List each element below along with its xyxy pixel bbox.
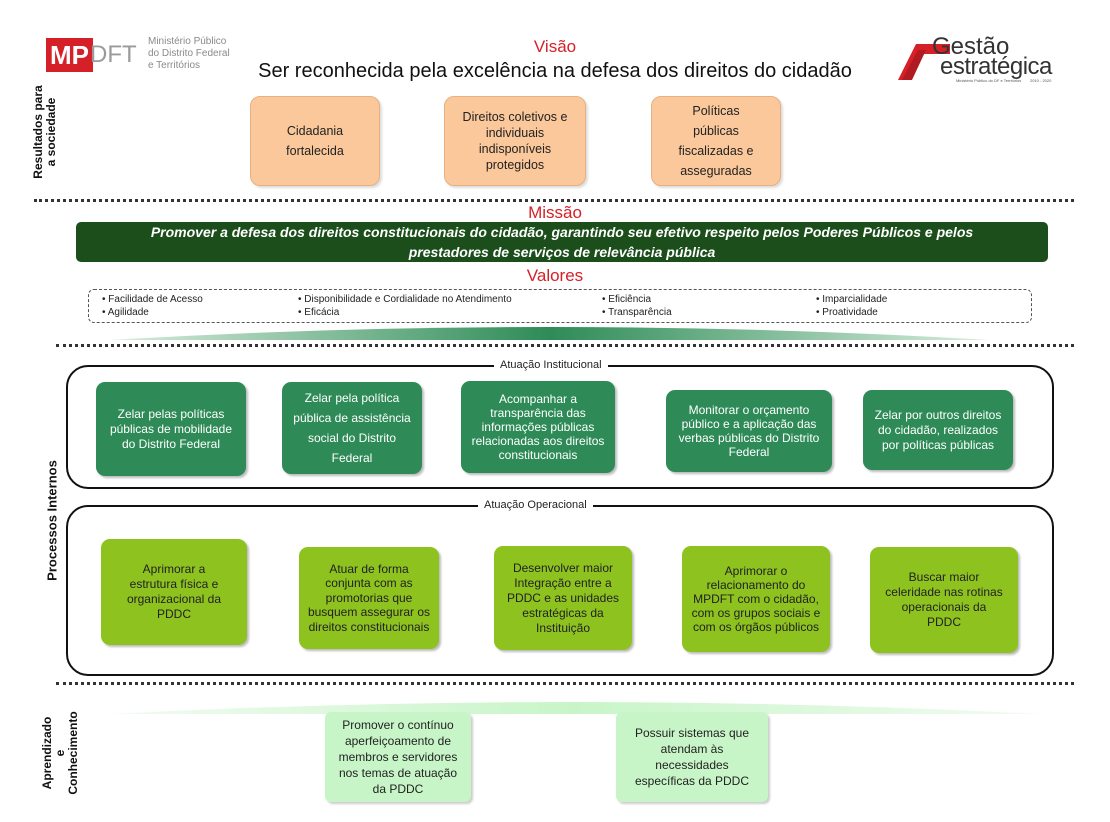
oper-integracao: Desenvolver maior Integração entre a PDD… — [494, 546, 632, 650]
mission-line1: Promover a defesa dos direitos constituc… — [150, 224, 974, 240]
value-item: • Imparcialidade — [816, 294, 888, 305]
value-item: • Eficiência — [602, 294, 652, 305]
inst-text: Zelar por outros direitos do cidadão, re… — [874, 407, 1002, 452]
value-item: • Transparência — [602, 307, 672, 318]
result-text: Cidadania fortalecida — [286, 124, 344, 158]
inst-text: Zelar pelas políticas públicas de mobili… — [109, 406, 233, 451]
logo-gestao: Gestão — [932, 33, 1010, 60]
inst-mobilidade: Zelar pelas políticas públicas de mobili… — [96, 382, 246, 476]
logo-org-name-2: do Distrito Federal — [148, 48, 230, 59]
oper-celeridade: Buscar maior celeridade nas rotinas oper… — [870, 547, 1018, 653]
mission-title: Missão — [528, 203, 582, 222]
mission-bar: Promover a defesa dos direitos constituc… — [76, 222, 1048, 262]
inst-orcamento: Monitorar o orçamento público e a aplica… — [666, 390, 832, 472]
foundation-wedge — [110, 327, 990, 340]
divider — [56, 344, 1074, 347]
learning-wedge — [110, 702, 1040, 714]
result-direitos: Direitos coletivos e individuais indispo… — [444, 96, 586, 186]
inst-text: Acompanhar a transparência das informaçõ… — [471, 392, 605, 462]
learning-text: Promover o contínuo aperfeiçoamento de m… — [338, 718, 458, 796]
logo-org-name-3: e Territórios — [148, 60, 201, 71]
values-box — [88, 289, 1032, 323]
inst-text: Monitorar o orçamento público e a aplica… — [678, 403, 820, 459]
result-text: Direitos coletivos e individuais indispo… — [462, 110, 568, 172]
oper-relacionamento: Aprimorar o relacionamento do MPDFT com … — [682, 546, 830, 652]
learning-label-line3: Conhecimento — [66, 711, 80, 795]
inst-transparencia: Acompanhar a transparência das informaçõ… — [461, 381, 615, 473]
learning-aperfeicoamento: Promover o contínuo aperfeiçoamento de m… — [325, 712, 471, 802]
divider — [56, 682, 1074, 685]
gestao-estrategica-logo: Gestão estratégica Ministério Público do… — [896, 34, 1062, 86]
logo-mp: MP — [46, 38, 93, 72]
results-label: Resultados para a sociedade — [0, 85, 106, 178]
vision-title: Visão — [533, 37, 577, 56]
learning-label: Aprendizado e Conhecimento — [4, 711, 124, 794]
oper-estrutura: Aprimorar a estrutura física e organizac… — [101, 539, 247, 645]
results-label-line2: a sociedade — [44, 97, 58, 167]
logo-org-name-1: Ministério Público — [148, 36, 227, 47]
value-item: • Eficácia — [298, 307, 340, 318]
value-item: • Agilidade — [102, 307, 149, 318]
inst-text: Zelar pela política pública de assistênc… — [293, 391, 411, 465]
mpdft-logo: MP DFT Ministério Público do Distrito Fe… — [46, 36, 246, 84]
operational-title: Atuação Operacional — [478, 499, 593, 511]
oper-text: Aprimorar a estrutura física e organizac… — [126, 562, 222, 621]
oper-promotorias: Atuar de forma conjunta com as promotori… — [299, 547, 439, 649]
vision-text: Ser reconhecida pela excelência na defes… — [258, 60, 852, 82]
result-politicas: Políticas públicas fiscalizadas e assegu… — [651, 96, 781, 186]
values-title: Valores — [526, 266, 584, 285]
value-item: • Facilidade de Acesso — [102, 294, 203, 305]
red-swoosh-icon — [898, 44, 950, 80]
logo-tagline: Ministério Público do DF e Territórios — [956, 78, 1022, 83]
value-item: • Proatividade — [816, 307, 878, 318]
inst-assistencia: Zelar pela política pública de assistênc… — [282, 382, 422, 474]
result-text: Políticas públicas fiscalizadas e assegu… — [678, 104, 754, 178]
oper-text: Buscar maior celeridade nas rotinas oper… — [885, 570, 1003, 629]
value-item: • Disponibilidade e Cordialidade no Aten… — [298, 294, 512, 305]
logo-estrategica: estratégica — [940, 53, 1052, 80]
mission-line2: prestadores de serviços de relevância pú… — [408, 244, 716, 260]
result-cidadania: Cidadania fortalecida — [250, 96, 380, 186]
learning-text: Possuir sistemas que atendam às necessid… — [634, 726, 750, 788]
divider — [34, 199, 1074, 202]
learning-sistemas: Possuir sistemas que atendam às necessid… — [616, 712, 768, 802]
logo-years: 2010 - 2020 — [1030, 78, 1052, 83]
oper-text: Atuar de forma conjunta com as promotori… — [307, 561, 431, 634]
oper-text: Desenvolver maior Integração entre a PDD… — [506, 560, 620, 635]
logo-dft: DFT — [90, 41, 137, 68]
internal-label-text: Processos Internos — [44, 460, 60, 581]
oper-text: Aprimorar o relacionamento do MPDFT com … — [691, 564, 821, 634]
institutional-title: Atuação Institucional — [494, 359, 608, 371]
inst-outros-direitos: Zelar por outros direitos do cidadão, re… — [863, 390, 1013, 470]
